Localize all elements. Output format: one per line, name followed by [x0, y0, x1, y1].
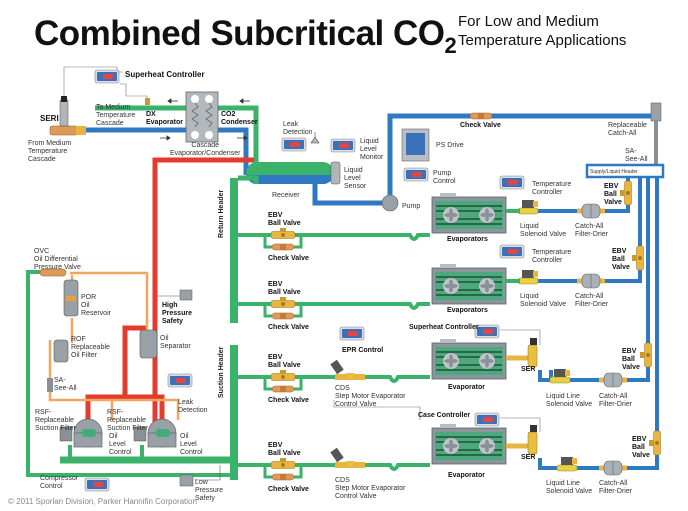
receiver-label: Receiver: [272, 192, 300, 199]
replaceable-catch-all-icon: [650, 102, 662, 122]
compressor-control-icon: [84, 477, 110, 492]
return-header-label: Return Header: [218, 189, 225, 238]
case-controller-label: Case Controller: [418, 412, 471, 419]
pump-icon: [381, 194, 399, 212]
low-pressure-switch-icon: [179, 474, 194, 487]
copyright: © 2011 Sporlan Division, Parker Hannifin…: [8, 497, 197, 506]
evaporator-icon: [432, 264, 506, 304]
leak-detection-icon: [167, 373, 193, 388]
ser-label: SER: [521, 366, 536, 373]
superheat-controller-icon: [94, 69, 120, 84]
evaporators-label: Evaporators: [447, 236, 488, 243]
check-valve-top-label: Check Valve: [460, 122, 501, 129]
cascade-heat-exchanger-icon: [185, 91, 219, 143]
high-pressure-switch-icon: [179, 289, 193, 301]
evaporator-icon: [432, 193, 506, 233]
supply-header-label: Supply/Liquid Header: [590, 169, 638, 175]
ser-label: SER: [521, 454, 536, 461]
sa-see-all-label: SA-See-All: [54, 377, 77, 392]
oil-separator-icon: [139, 329, 158, 359]
oil-filter-icon: [53, 339, 69, 363]
evaporators-label: Evaporators: [447, 307, 488, 314]
superheat-controller-label: Superheat Controller: [409, 324, 479, 331]
seri-valve-icon: [49, 96, 86, 136]
leak-detection-icon: [281, 137, 307, 152]
liquid-level-sensor-icon: [330, 161, 341, 185]
check-valve-label: Check Valve: [268, 397, 309, 404]
pump-label: Pump: [402, 203, 421, 210]
ovc-valve-icon: [39, 268, 67, 277]
evaporator-label: Evaporator: [448, 384, 485, 391]
pump-control-icon: [403, 167, 429, 182]
diagram-title: Combined Subcritical CO2: [34, 14, 457, 58]
seri-label: SERI: [40, 114, 59, 123]
evaporator-label: Evaporator: [448, 472, 485, 479]
suction-header-label: Suction Header: [218, 346, 225, 398]
receiver-icon: [246, 162, 334, 185]
suction-header: [230, 345, 238, 480]
sight-glass-icon: [47, 378, 53, 392]
supply-liquid-header: [585, 163, 665, 179]
epr-control-label: EPR Control: [342, 347, 384, 354]
check-valve-label: Check Valve: [268, 324, 309, 331]
superheat-controller-label: Superheat Controller: [125, 70, 205, 79]
liquid-level-monitor-icon: [330, 138, 356, 153]
check-valve-label: Check Valve: [268, 255, 309, 262]
ps-drive-label: PS Drive: [436, 142, 464, 149]
sa-see-all-label: SA-See-All: [625, 148, 648, 163]
return-header: [230, 178, 238, 323]
check-valve-icon: [469, 112, 493, 120]
check-valve-label: Check Valve: [268, 486, 309, 493]
